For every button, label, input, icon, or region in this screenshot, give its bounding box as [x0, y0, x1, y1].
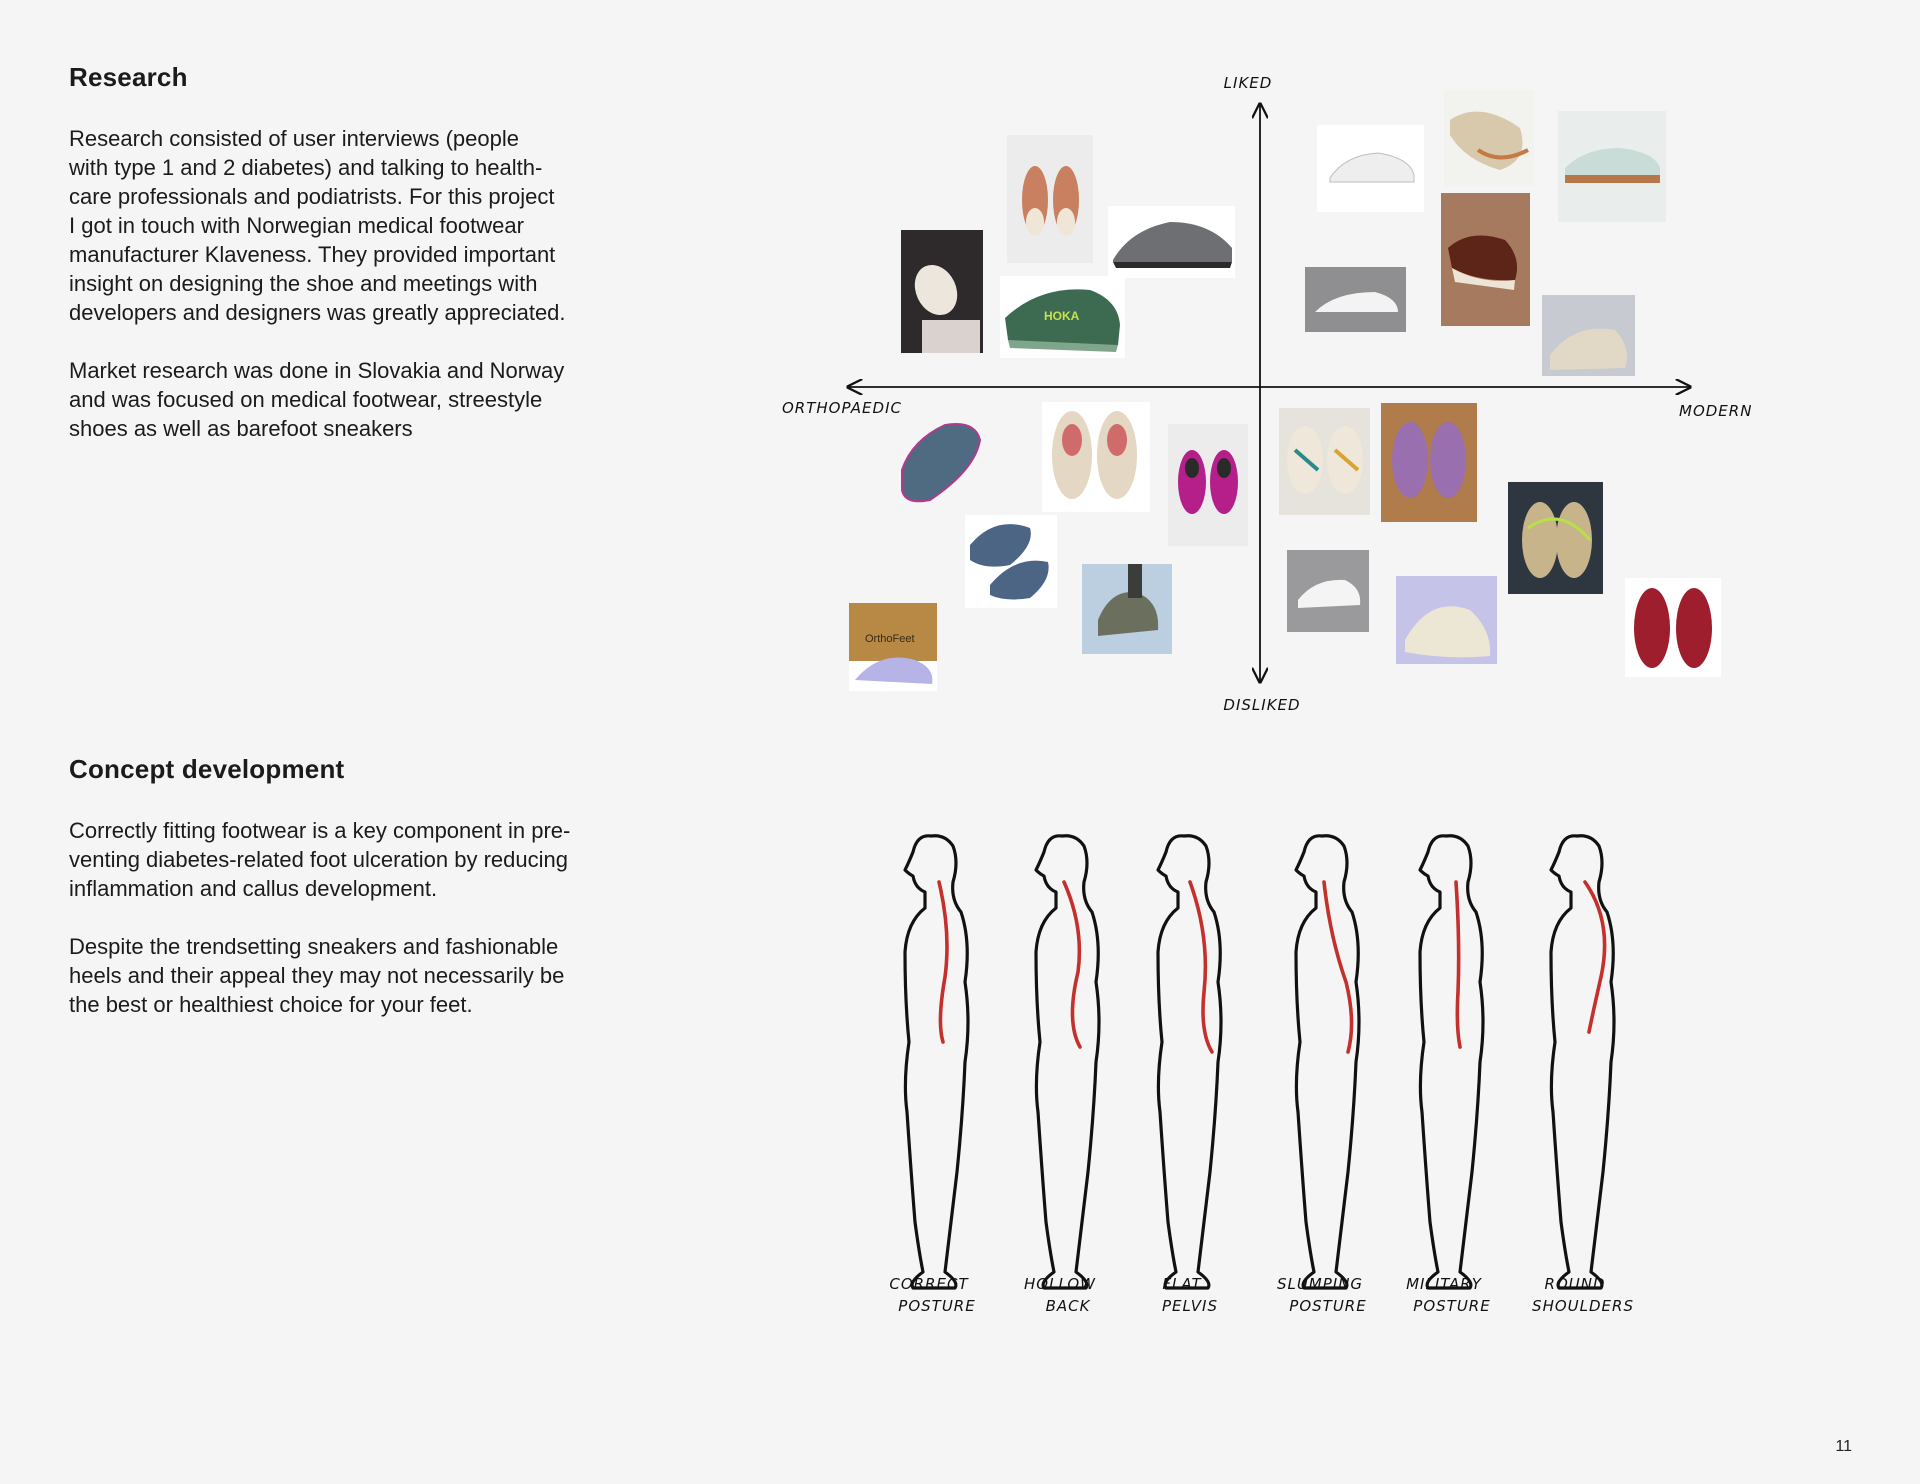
shoe-photo-mint-gum-sole [1558, 111, 1666, 222]
posture-label: POSTURE [1289, 1297, 1366, 1315]
posture-label: POSTURE [898, 1297, 975, 1315]
shoe-photo-brown-retro [1441, 193, 1530, 326]
shoe-photo-purple-pair [1381, 403, 1477, 522]
research-paragraph-1: Research consisted of user interviews (p… [69, 126, 566, 325]
posture-label: MILITARY [1406, 1275, 1483, 1293]
axis-label-orthopaedic: ORTHOPAEDIC [782, 399, 902, 417]
spine-curve [1062, 880, 1082, 1049]
shoe-photo-barefoot-toe-shoe [1082, 564, 1172, 654]
posture-label: CORRECT [889, 1275, 969, 1293]
body-outline [1549, 834, 1616, 1290]
shoe-photo-neon-trail-pair [1508, 482, 1603, 594]
shoe-photo-white-low-top [1305, 267, 1406, 332]
body-outline [903, 834, 970, 1290]
posture-figure: FLAT PELVIS [1156, 834, 1223, 1315]
shoe-photo-grey-runner [1108, 206, 1235, 278]
posture-figure: CORRECT POSTURE [889, 834, 975, 1315]
research-title: Research [69, 62, 188, 92]
posture-label: SHOULDERS [1532, 1297, 1634, 1315]
shoe-photo-orthofeet-box: OrthoFeet [849, 603, 937, 691]
posture-label: PELVIS [1162, 1297, 1218, 1315]
hoka-logo: HOKA [1044, 309, 1080, 323]
axis-label-disliked: DISLIKED [1223, 696, 1300, 714]
body-outline [1294, 834, 1361, 1290]
concept-title: Concept development [69, 754, 345, 784]
shoe-photo-red-spiked-pair [1625, 578, 1721, 677]
spine-curve [1188, 880, 1214, 1054]
posture-label: FLAT [1162, 1275, 1202, 1293]
concept-paragraph-1: Correctly fitting footwear is a key comp… [69, 818, 571, 901]
shoe-photo-cream-pair-floral [1042, 402, 1150, 512]
spine-curve [1322, 880, 1354, 1054]
body-outline [1156, 834, 1223, 1290]
posture-figure: ROUND SHOULDERS [1532, 834, 1634, 1315]
shoe-photo-white-canvas [1287, 550, 1369, 632]
posture-label: POSTURE [1413, 1297, 1490, 1315]
posture-label: HOLLOW [1024, 1275, 1096, 1293]
shoe-photo-sculptural-white [1396, 576, 1497, 664]
body-outline [1034, 834, 1101, 1290]
shoe-photo-magenta-pair [1168, 424, 1248, 546]
orthofeet-box-label: OrthoFeet [865, 633, 915, 645]
shoe-photo-cream-barefoot [901, 230, 983, 353]
research-body: Research consisted of user interviews (p… [69, 124, 669, 472]
shoe-photo-tan-sneakers [1007, 135, 1093, 263]
research-paragraph-2: Market research was done in Slovakia and… [69, 358, 565, 441]
concept-paragraph-2: Despite the trendsetting sneakers and fa… [69, 934, 565, 1017]
posture-label: SLUMPING [1277, 1275, 1363, 1293]
spine-curve [1583, 880, 1607, 1034]
body-outline [1418, 834, 1485, 1290]
axis-label-liked: LIKED [1224, 74, 1273, 92]
page-number: 11 [1835, 1438, 1852, 1455]
axis-label-modern: MODERN [1679, 402, 1752, 420]
shoe-photo-beige-chunky [1444, 90, 1534, 186]
posture-figure: HOLLOW BACK [1024, 834, 1101, 1315]
shoe-photo-colorful-retro-pair [1279, 408, 1370, 515]
spine-curve [937, 880, 949, 1044]
shoe-photo-blue-slip-on-pair [965, 515, 1057, 608]
concept-body: Correctly fitting footwear is a key comp… [69, 816, 669, 1048]
shoe-photo-white-reebok [1317, 125, 1424, 212]
spine-curve [1454, 880, 1462, 1049]
shoe-photo-futuristic-mule [1542, 295, 1635, 376]
posture-figure: SLUMPING POSTURE [1277, 834, 1366, 1315]
shoe-photo-green-hoka: HOKA [1000, 276, 1125, 358]
posture-diagrams: CORRECT POSTURE HOLLOW BACK FLAT PELVIS SLUMPI… [889, 834, 1634, 1315]
posture-label: BACK [1046, 1297, 1091, 1315]
posture-label: ROUND [1545, 1275, 1606, 1293]
posture-figure: MILITARY POSTURE [1406, 834, 1490, 1315]
shoe-photo-blue-knit-slipper [901, 423, 982, 503]
